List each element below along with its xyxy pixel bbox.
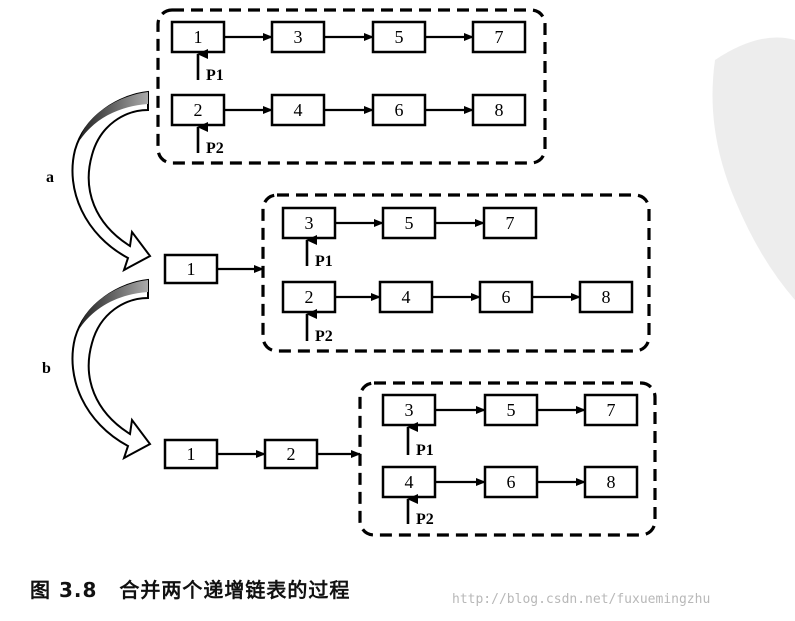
stage3-list2-node-6-value: 6: [507, 472, 516, 492]
stage2-list2-node-8-value: 8: [602, 287, 611, 307]
stage1-list2-node-2: 2: [170, 93, 226, 127]
transition-arrow-b: [71, 278, 152, 461]
seal-watermark: [712, 37, 795, 300]
stage2-group-border: [261, 193, 651, 353]
stage1-list2-node-8-box: [471, 93, 527, 127]
stage2-list1-node-3-value: 3: [305, 213, 314, 233]
stage3-list1-node-7-value: 7: [607, 400, 616, 420]
figure-title: 合并两个递增链表的过程: [119, 578, 351, 602]
stage1-list1-node-3-value: 3: [294, 27, 303, 47]
stage1-list1-node-5-value: 5: [395, 27, 404, 47]
stage1-list1-node-1-box: [170, 20, 226, 54]
stage1-list2-node-4: 4: [270, 93, 326, 127]
stage1-list2-node-6-value: 6: [395, 100, 404, 120]
stage3-list2-node-4-value: 4: [405, 472, 414, 492]
stage2-list2-node-4-box: [378, 280, 434, 314]
stage3-list1-node-3-value: 3: [405, 400, 414, 420]
stage3-merged-node-2-box: [263, 438, 319, 470]
figure-caption: 图 3.8 合并两个递增链表的过程: [30, 574, 350, 603]
stage3-merged-node-1: 1: [163, 438, 219, 470]
stage2-list2-node-8-box: [578, 280, 634, 314]
stage1-list1-node-5: 5: [371, 20, 427, 54]
stage3-list1-node-7: 7: [583, 393, 639, 427]
stage3-merged-node-1-value: 1: [187, 444, 196, 464]
stage1-list1-node-7-value: 7: [495, 27, 504, 47]
stage2-list2-node-2-value: 2: [305, 287, 314, 307]
stage3-p1-label: P1: [416, 442, 434, 459]
stage2-merged-node-1-box: [163, 253, 219, 285]
stage2-merged-node-1-value: 1: [187, 259, 196, 279]
stage1-list2-node-2-box: [170, 93, 226, 127]
transition-label-a: a: [46, 169, 54, 186]
stage1-list2-node-6: 6: [371, 93, 427, 127]
transition-label-b: b: [42, 360, 51, 377]
stage1-list1-node-7: 7: [471, 20, 527, 54]
stage3-list2-node-8-box: [583, 465, 639, 499]
stage3-list1-node-7-box: [583, 393, 639, 427]
stage2-list1-node-5-value: 5: [405, 213, 414, 233]
stage1-list1-node-3: 3: [270, 20, 326, 54]
stage1-list1-node-1-value: 1: [194, 27, 203, 47]
stage3-list2-node-8: 8: [583, 465, 639, 499]
stage2-list1-node-7: 7: [482, 206, 538, 240]
stage1-list2-node-2-value: 2: [194, 100, 203, 120]
stage1-list1-node-5-box: [371, 20, 427, 54]
stage2-list2-node-6-box: [478, 280, 534, 314]
stage2-list2-node-8: 8: [578, 280, 634, 314]
stage2-list2-node-6: 6: [478, 280, 534, 314]
stage1-list2-node-6-box: [371, 93, 427, 127]
transition-arrow-a: [71, 90, 152, 273]
stage3-group-border: [358, 381, 657, 537]
stage1-list2-node-4-box: [270, 93, 326, 127]
stage2-list1-node-3: 3: [281, 206, 337, 240]
stage3-merged-node-2-value: 2: [287, 444, 296, 464]
stage2-list2-node-4-value: 4: [402, 287, 411, 307]
stage2-merged-node-1: 1: [163, 253, 219, 285]
stage2-list2-node-4: 4: [378, 280, 434, 314]
stage3-list1-node-5-value: 5: [507, 400, 516, 420]
stage3-merged-node-2: 2: [263, 438, 319, 470]
stage3-list2-node-8-value: 8: [607, 472, 616, 492]
stage2-list2-node-2: 2: [281, 280, 337, 314]
stage3-list1-node-3: 3: [381, 393, 437, 427]
stage1-list2-node-4-value: 4: [294, 100, 303, 120]
stage1-p2-label: P2: [206, 140, 224, 157]
stage3-list1-node-5: 5: [483, 393, 539, 427]
stage2-p1-label: P1: [315, 253, 333, 270]
stage1-list1-node-1: 1: [170, 20, 226, 54]
stage2-list2-node-6-value: 6: [502, 287, 511, 307]
stage2-p2-label: P2: [315, 328, 333, 345]
stage1-list1-node-7-box: [471, 20, 527, 54]
stage1-list2-node-8: 8: [471, 93, 527, 127]
stage2-list1-node-5: 5: [381, 206, 437, 240]
stage1-p1-label: P1: [206, 67, 224, 84]
stage2-list1-node-7-value: 7: [506, 213, 515, 233]
stage2-list1-node-7-box: [482, 206, 538, 240]
stage1-list2-node-8-value: 8: [495, 100, 504, 120]
stage2-list1-node-3-box: [281, 206, 337, 240]
stage3-p2-label: P2: [416, 511, 434, 528]
figure-number: 图 3.8: [30, 578, 98, 602]
stage3-list2-node-4: 4: [381, 465, 437, 499]
stage3-merged-node-1-box: [163, 438, 219, 470]
stage1-group-border: [156, 8, 547, 165]
source-watermark: http://blog.csdn.net/fuxuemingzhu: [452, 592, 711, 607]
stage3-list2-node-6: 6: [483, 465, 539, 499]
